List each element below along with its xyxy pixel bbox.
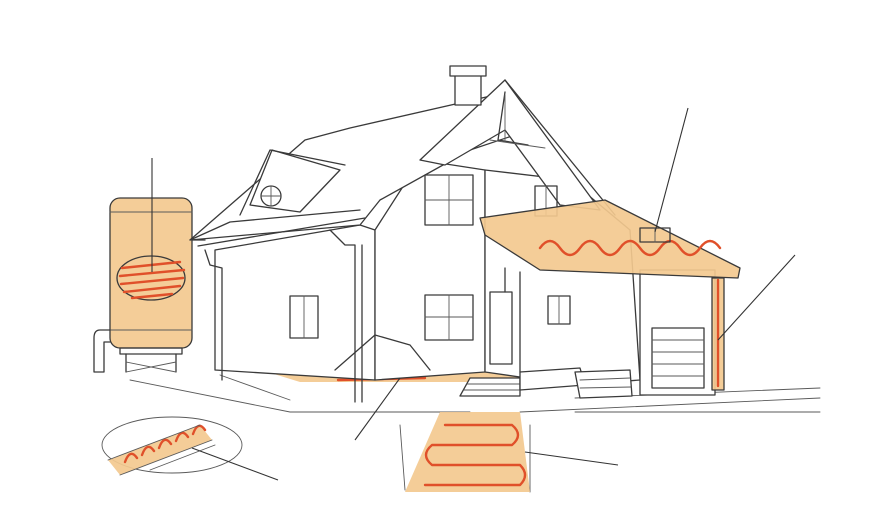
downpipe-zone <box>712 278 724 390</box>
leader-driveway <box>525 452 618 465</box>
leader-pipe-trace <box>192 448 278 480</box>
chimney-icon <box>450 66 486 105</box>
driveway-path-zone <box>405 412 530 492</box>
leader-roof <box>655 108 688 232</box>
water-tank-icon <box>94 198 205 372</box>
pipe-section-icon <box>102 417 242 475</box>
